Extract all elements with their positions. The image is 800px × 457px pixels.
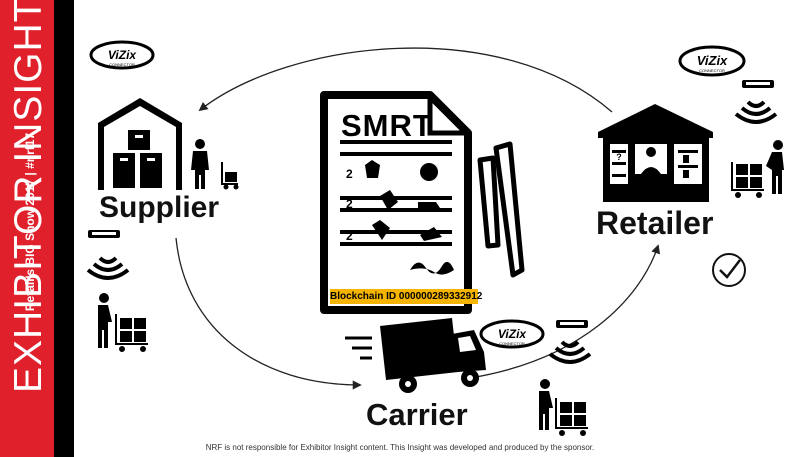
sidebar-subtitle: Retail's BIG Show 2017 | #nrf17 [23,132,37,312]
svg-text:ViZix: ViZix [498,327,528,341]
worker-cart-carrier-icon [539,379,588,436]
svg-text:CONNECTOR: CONNECTOR [699,68,725,73]
pen-icon [477,141,525,278]
document-title: SMRT [341,108,433,143]
blockchain-id-label: Blockchain ID 000000289332912 [330,289,483,304]
worker-cart-retailer-icon [731,140,784,198]
svg-text:2: 2 [346,167,353,181]
carrier-label: Carrier [366,397,468,432]
warehouse-icon [98,98,182,190]
svg-text:CONNECTOR: CONNECTOR [499,341,525,346]
wireless-signal-supplier-icon [86,256,130,280]
worker-icon [191,139,239,190]
retail-store-icon: ? [598,104,713,202]
wireless-signal-carrier-icon [548,340,592,364]
sidebar-red-band [0,0,54,457]
supplier-label: Supplier [99,191,220,224]
rfid-reader-carrier-icon [556,320,588,328]
svg-text:ViZix: ViZix [108,48,138,62]
arrow-carrier-to-retailer [469,244,661,379]
rfid-reader-retailer-icon [742,80,774,88]
smart-contract-document-icon: 2 2 2 [320,91,472,314]
svg-text:?: ? [616,152,622,162]
vizix-logo-retailer: ViZix CONNECTOR [678,45,746,77]
delivery-truck-icon [345,318,486,393]
retailer-label: Retailer [596,205,714,241]
svg-text:ViZix: ViZix [697,53,728,68]
sidebar-black-band [54,0,74,457]
vizix-logo-supplier: ViZix CONNECTOR [89,40,155,70]
rfid-reader-supplier-icon [88,230,120,238]
svg-text:2: 2 [346,197,353,211]
svg-text:CONNECTOR: CONNECTOR [109,62,135,67]
disclaimer-text: NRF is not responsible for Exhibitor Ins… [205,443,595,452]
arrow-supplier-to-carrier [175,237,362,390]
vizix-logo-carrier: ViZix CONNECTOR [479,319,545,349]
checkmark-circle-icon [712,253,746,287]
svg-text:2: 2 [346,229,353,243]
arrow-retailer-to-supplier [198,47,613,113]
wireless-signal-retailer-icon [734,100,778,124]
worker-cart-supplier-icon [98,293,148,352]
